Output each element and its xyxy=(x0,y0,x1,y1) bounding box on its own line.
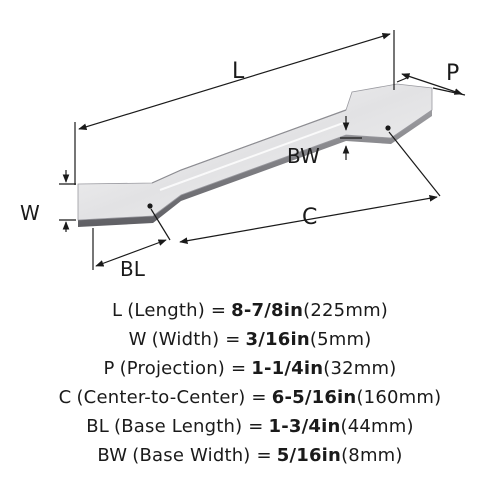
spec-fraction: 1-1/4in xyxy=(251,358,324,379)
spec-code: C xyxy=(58,387,72,408)
spec-row-width: W (Width) = 3/16in (5mm) xyxy=(0,329,500,358)
spec-metric: (225mm) xyxy=(303,300,389,321)
handle-top-face xyxy=(77,83,433,221)
spec-code: P xyxy=(103,358,115,379)
dimension-spec-list: L (Length) = 8-7/8in (225mm) W (Width) =… xyxy=(0,300,500,474)
spec-metric: (44mm) xyxy=(340,416,414,437)
spec-row-center-to-center: C (Center-to-Center) = 6-5/16in (160mm) xyxy=(0,387,500,416)
spec-metric: (5mm) xyxy=(309,329,372,350)
base-width-label: BW xyxy=(287,144,320,168)
spec-metric: (160mm) xyxy=(356,387,442,408)
handle-dimension-diagram: L P BW W C BL xyxy=(20,30,466,281)
spec-name: (Base Width) = xyxy=(132,445,272,466)
spec-code: W xyxy=(128,329,147,350)
length-dimension xyxy=(74,30,395,185)
spec-code: BW xyxy=(97,445,128,466)
spec-metric: (8mm) xyxy=(341,445,403,466)
spec-row-base-length: BL (Base Length) = 1-3/4in (44mm) xyxy=(0,416,500,445)
spec-fraction: 5/16in xyxy=(276,445,342,466)
spec-row-length: L (Length) = 8-7/8in (225mm) xyxy=(0,300,500,329)
center-to-center-label: C xyxy=(302,205,317,230)
handle-illustration xyxy=(77,83,433,227)
spec-fraction: 3/16in xyxy=(245,329,310,350)
base-length-dimension xyxy=(92,208,171,270)
spec-fraction: 8-7/8in xyxy=(231,300,304,321)
projection-dimension xyxy=(396,73,466,96)
width-label: W xyxy=(20,201,40,225)
width-dimension xyxy=(59,170,76,232)
spec-name: (Length) = xyxy=(127,300,227,321)
spec-row-projection: P (Projection) = 1-1/4in (32mm) xyxy=(0,358,500,387)
spec-metric: (32mm) xyxy=(323,358,397,379)
handle-bar-highlight xyxy=(159,121,347,191)
center-to-center-dimension xyxy=(179,131,441,245)
spec-name: (Center-to-Center) = xyxy=(76,387,267,408)
length-label: L xyxy=(232,59,245,84)
spec-row-base-width: BW (Base Width) = 5/16in (8mm) xyxy=(0,445,500,474)
projection-label: P xyxy=(446,61,459,86)
mounting-hole-right xyxy=(385,125,391,131)
spec-fraction: 1-3/4in xyxy=(268,416,341,437)
spec-code: L xyxy=(111,300,123,321)
base-length-label: BL xyxy=(120,257,146,281)
base-width-dimension xyxy=(340,116,362,160)
mounting-hole-left xyxy=(147,203,153,209)
spec-fraction: 6-5/16in xyxy=(271,387,357,408)
spec-name: (Projection) = xyxy=(119,358,247,379)
spec-name: (Base Length) = xyxy=(114,416,264,437)
spec-code: BL xyxy=(86,416,110,437)
spec-name: (Width) = xyxy=(151,329,241,350)
